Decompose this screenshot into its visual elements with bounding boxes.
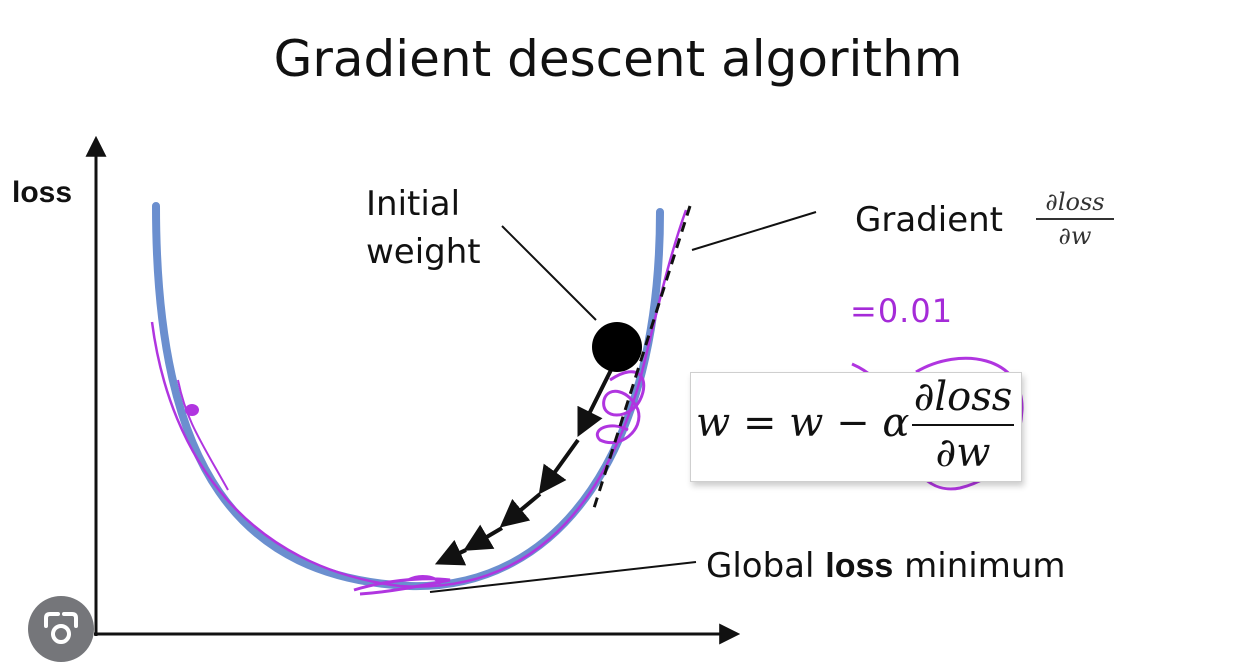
gradient-fraction: ∂loss ∂w xyxy=(1030,188,1120,250)
lens-glyph-icon xyxy=(44,612,78,644)
global-min-bold: loss xyxy=(825,547,894,585)
page-title: Gradient descent algorithm xyxy=(273,30,963,88)
gradient-fraction-bar xyxy=(1036,218,1114,220)
ink-scribble-bottom xyxy=(353,575,451,596)
gradient-fraction-denominator: ∂w xyxy=(1058,222,1092,250)
ink-dot-left xyxy=(185,404,199,416)
handwritten-learning-rate: =0.01 xyxy=(850,292,954,330)
leader-global-min xyxy=(429,561,697,593)
ink-scribble-ball xyxy=(596,370,646,445)
update-rule-box xyxy=(690,372,1022,482)
descent-arrow-3 xyxy=(499,492,542,528)
global-min-suffix: minimum xyxy=(904,546,1066,586)
descent-arrow-4 xyxy=(463,524,504,551)
ink-trace-left xyxy=(177,379,229,491)
gradient-label: Gradient xyxy=(855,200,1003,240)
descent-arrow-2 xyxy=(538,438,580,495)
y-axis-label: loss xyxy=(12,176,73,209)
update-rule-fraction: ∂loss ∂w xyxy=(908,374,1018,476)
google-lens-icon[interactable] xyxy=(28,596,94,662)
update-rule-fraction-bar xyxy=(912,424,1014,426)
initial-weight-line1: Initial xyxy=(366,184,461,224)
initial-weight-label: Initial weight xyxy=(366,180,481,276)
update-rule-lhs: w = w − α xyxy=(696,400,910,446)
global-loss-minimum-label: Global loss minimum xyxy=(706,546,1066,586)
initial-weight-line2: weight xyxy=(366,232,481,272)
gradient-fraction-numerator: ∂loss xyxy=(1045,188,1105,216)
global-min-prefix: Global xyxy=(706,546,815,586)
leader-initial-weight xyxy=(501,225,597,321)
slide: Gradient descent algorithm loss Initial … xyxy=(12,30,1120,662)
descent-arrow-1 xyxy=(577,367,614,438)
initial-weight-ball xyxy=(592,322,642,372)
update-rule-denominator: ∂w xyxy=(935,430,991,476)
ink-trace-curve xyxy=(150,209,688,588)
descent-arrow-5 xyxy=(434,539,467,566)
tangent-line xyxy=(592,205,692,509)
leader-gradient xyxy=(691,211,817,251)
update-rule-numerator: ∂loss xyxy=(913,374,1013,420)
